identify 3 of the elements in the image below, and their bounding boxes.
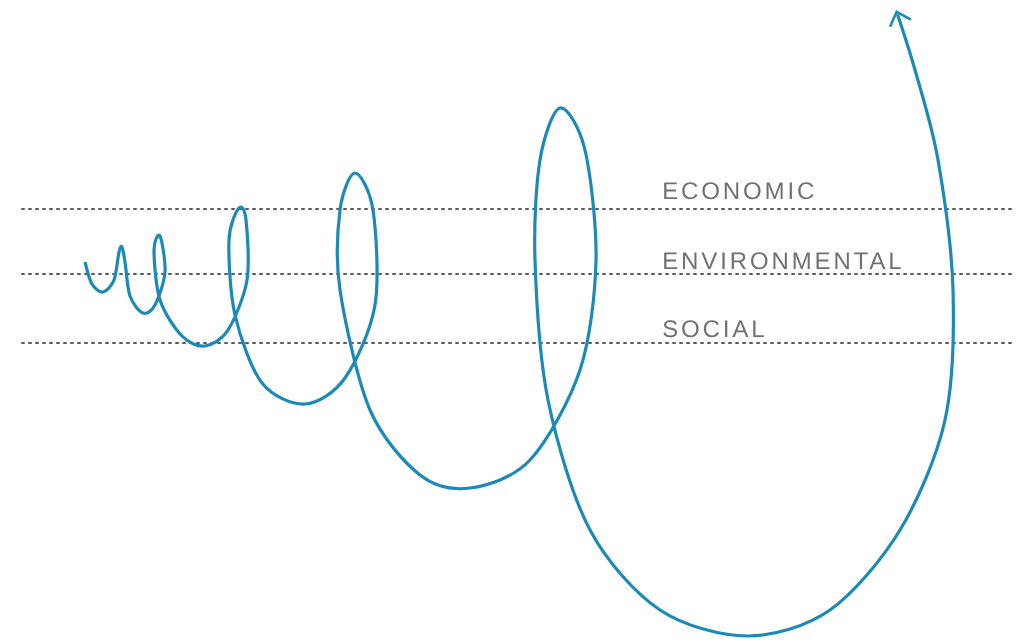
line-label: ECONOMIC [664, 182, 814, 200]
line-label: SOCIAL [663, 320, 764, 338]
line-label: ENVIRONMENTAL [664, 252, 901, 270]
